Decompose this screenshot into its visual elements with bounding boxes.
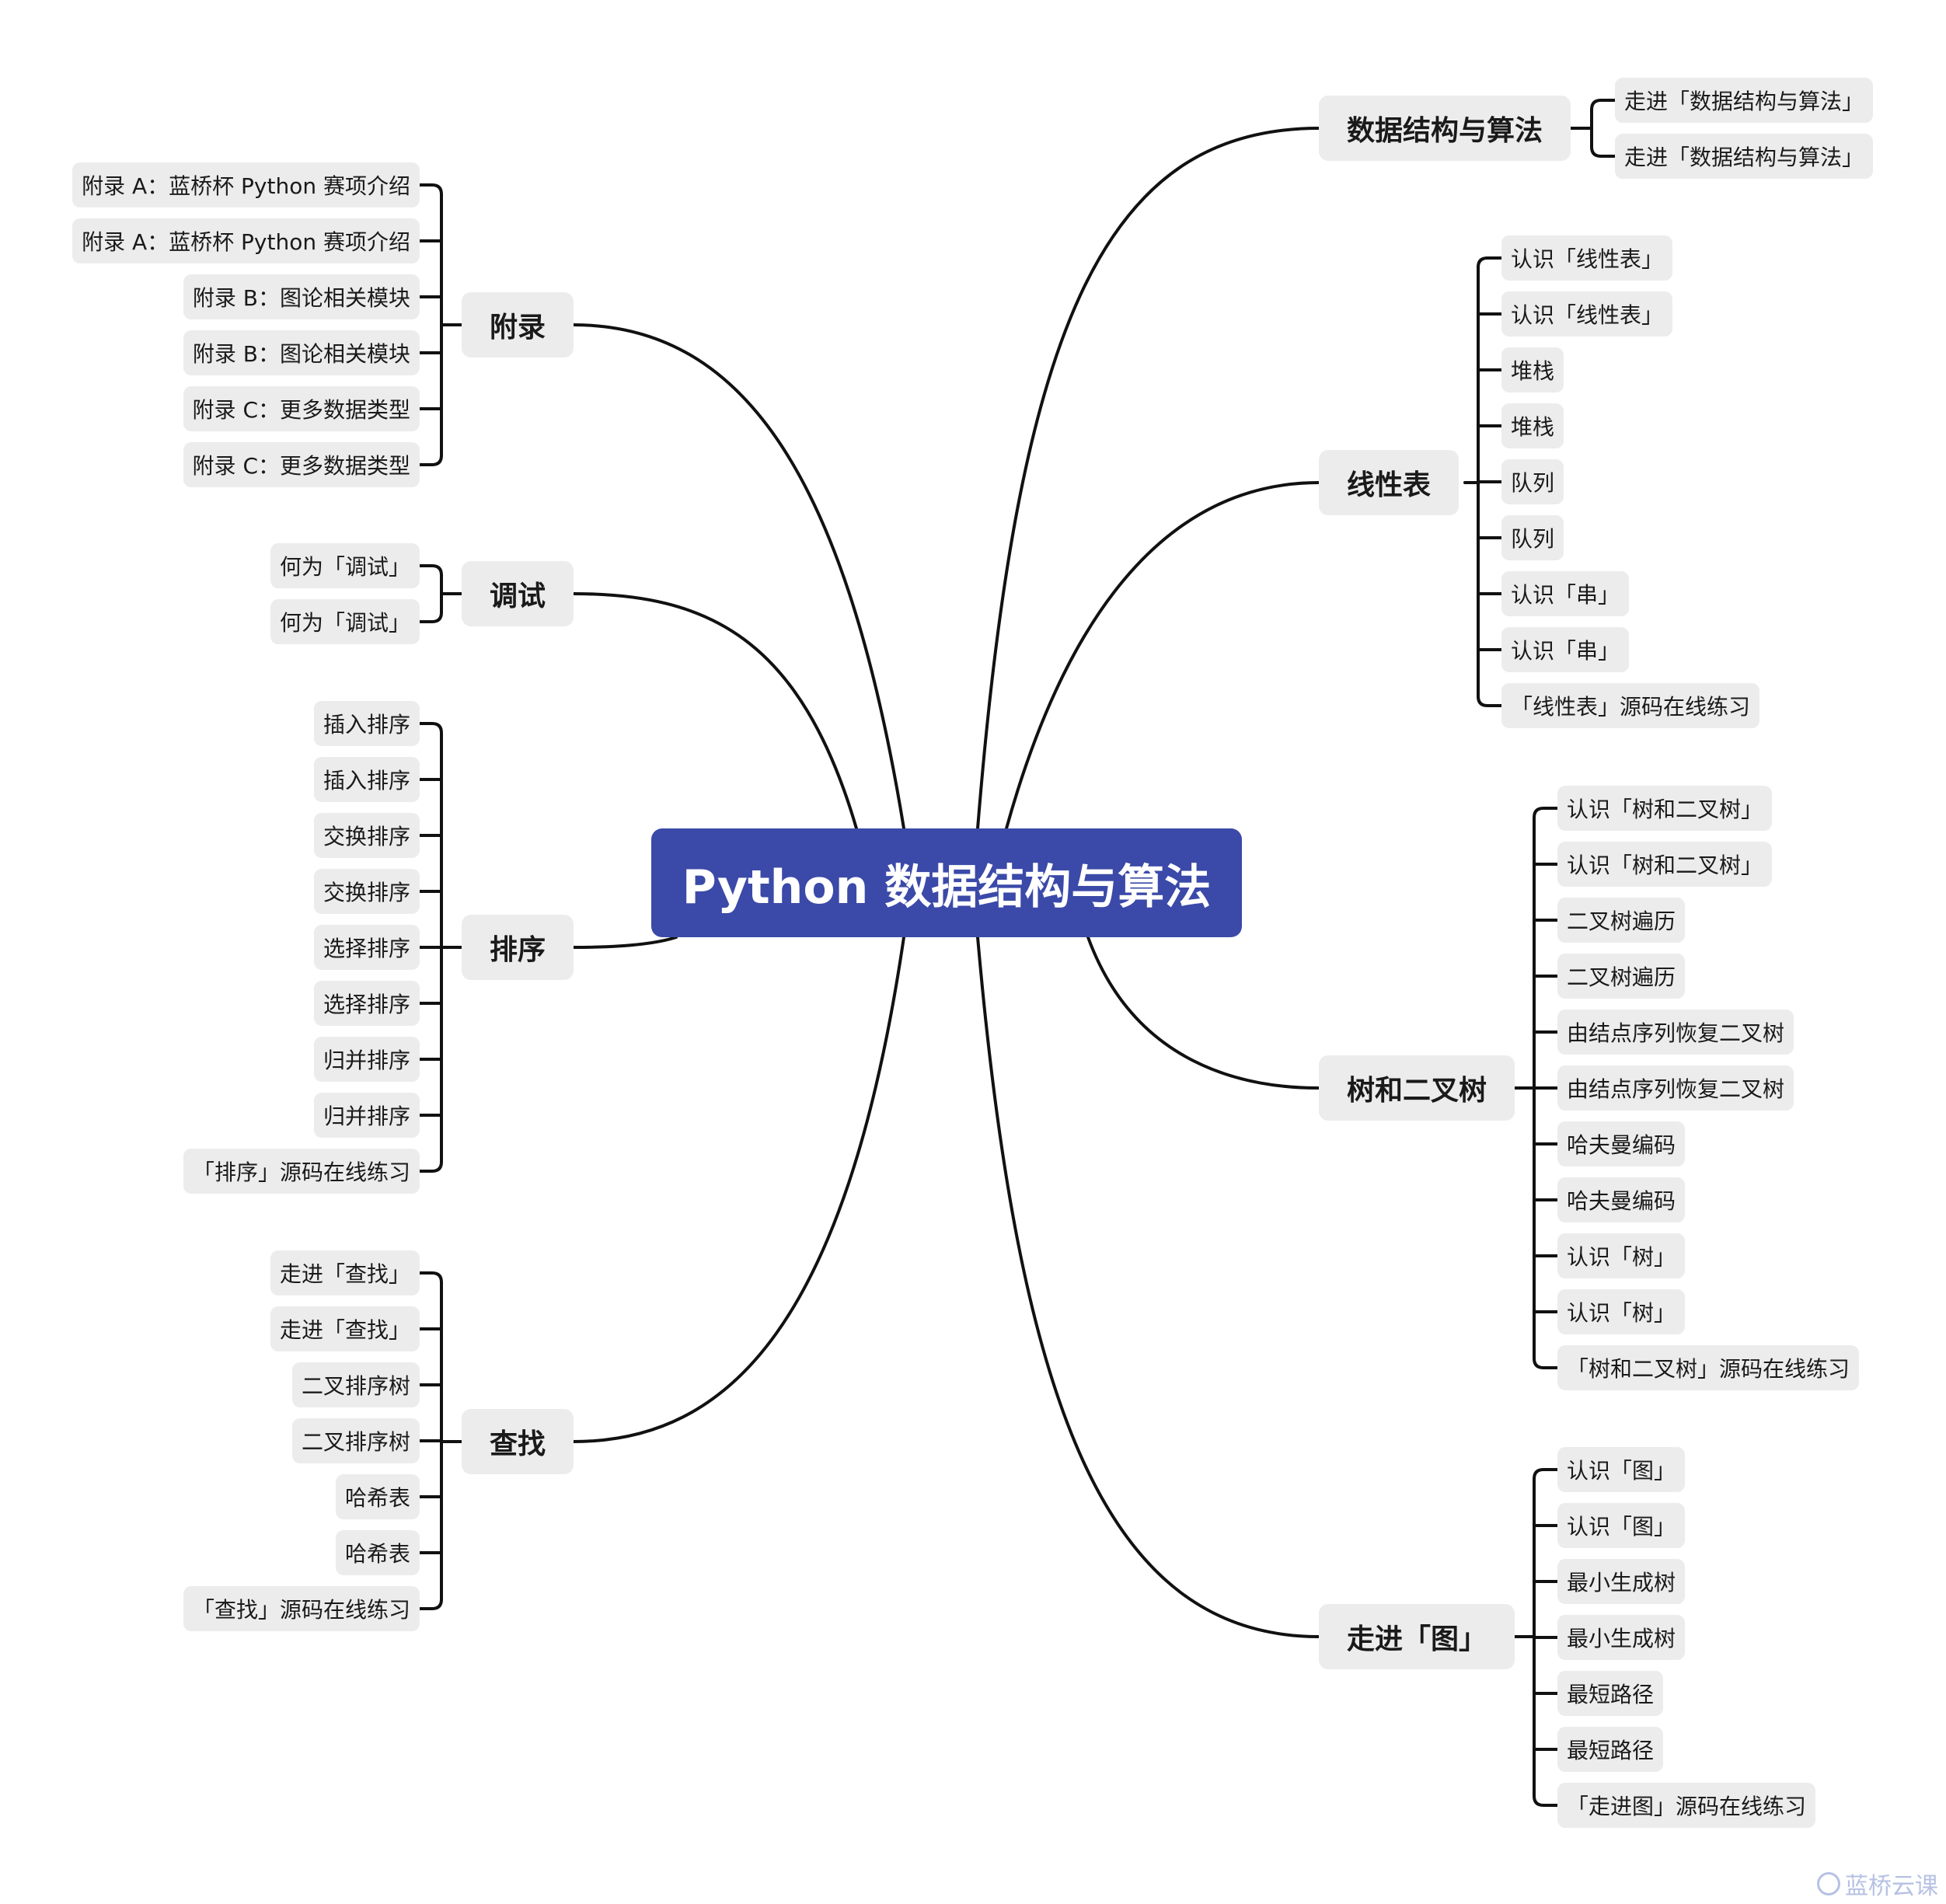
leaf-topic-search[interactable]: 「查找」源码在线练习 bbox=[183, 1586, 420, 1631]
leaf-topic-search[interactable]: 走进「查找」 bbox=[270, 1250, 420, 1295]
leaf-topic-debug[interactable]: 何为「调试」 bbox=[270, 599, 420, 644]
leaf-topic-graph[interactable]: 最小生成树 bbox=[1557, 1615, 1686, 1660]
leaf-topic-sort[interactable]: 交换排序 bbox=[313, 869, 420, 914]
leaf-topic-search[interactable]: 哈希表 bbox=[335, 1530, 420, 1575]
bracket-tick bbox=[1533, 1794, 1559, 1807]
watermark-label: 蓝桥云课 bbox=[1845, 1873, 1938, 1900]
bracket-tick bbox=[418, 1598, 443, 1610]
bracket-tick bbox=[1590, 99, 1616, 111]
bracket-tick bbox=[418, 564, 443, 577]
leaf-topic-linear[interactable]: 堆栈 bbox=[1501, 403, 1564, 448]
leaf-topic-search[interactable]: 哈希表 bbox=[335, 1474, 420, 1519]
bracket-tick bbox=[418, 611, 443, 623]
leaf-topic-graph[interactable]: 最短路径 bbox=[1557, 1727, 1664, 1772]
root-topic[interactable]: Python 数据结构与算法 bbox=[651, 828, 1242, 937]
leaf-topic-sort[interactable]: 归并排序 bbox=[313, 1093, 420, 1138]
leaf-topic-appendix[interactable]: 附录 A：蓝桥杯 Python 赛项介绍 bbox=[72, 162, 420, 207]
leaf-topic-tree[interactable]: 认识「树和二叉树」 bbox=[1557, 786, 1773, 831]
connector-root-sort bbox=[572, 936, 678, 949]
connector-root-ds bbox=[976, 127, 1320, 830]
leaf-topic-graph[interactable]: 最短路径 bbox=[1557, 1671, 1664, 1716]
connector-root-linear bbox=[1005, 481, 1320, 830]
leaf-topic-tree[interactable]: 认识「树和二叉树」 bbox=[1557, 842, 1773, 887]
leaf-topic-tree[interactable]: 哈夫曼编码 bbox=[1557, 1177, 1686, 1222]
leaf-topic-graph[interactable]: 「走进图」源码在线练习 bbox=[1557, 1783, 1816, 1828]
leaf-topic-search[interactable]: 二叉排序树 bbox=[291, 1418, 420, 1463]
bracket-tick bbox=[418, 722, 443, 734]
watermark: 蓝桥云课 bbox=[1817, 1867, 1938, 1901]
branch-topic-sort[interactable]: 排序 bbox=[462, 915, 574, 980]
leaf-topic-graph[interactable]: 认识「图」 bbox=[1557, 1447, 1686, 1492]
leaf-topic-sort[interactable]: 归并排序 bbox=[313, 1037, 420, 1082]
leaf-topic-linear[interactable]: 队列 bbox=[1501, 515, 1564, 560]
leaf-topic-sort[interactable]: 「排序」源码在线练习 bbox=[183, 1149, 420, 1194]
leaf-topic-sort[interactable]: 选择排序 bbox=[313, 981, 420, 1026]
leaf-topic-appendix[interactable]: 附录 B：图论相关模块 bbox=[183, 330, 420, 375]
leaf-topic-linear[interactable]: 认识「串」 bbox=[1501, 571, 1630, 616]
leaf-topic-linear[interactable]: 认识「线性表」 bbox=[1501, 291, 1673, 337]
leaf-topic-sort[interactable]: 插入排序 bbox=[313, 757, 420, 802]
cloud-logo-icon bbox=[1817, 1872, 1840, 1895]
branch-topic-tree[interactable]: 树和二叉树 bbox=[1319, 1055, 1515, 1121]
leaf-topic-linear[interactable]: 「线性表」源码在线练习 bbox=[1501, 683, 1760, 728]
leaf-topic-tree[interactable]: 二叉树遍历 bbox=[1557, 898, 1686, 943]
bracket-tick bbox=[418, 183, 443, 196]
connector-root-search bbox=[572, 936, 905, 1443]
leaf-topic-graph[interactable]: 认识「图」 bbox=[1557, 1503, 1686, 1548]
bracket-tick bbox=[1477, 256, 1503, 269]
bracket-tick bbox=[418, 454, 443, 466]
branch-topic-debug[interactable]: 调试 bbox=[462, 561, 574, 626]
leaf-topic-debug[interactable]: 何为「调试」 bbox=[270, 543, 420, 588]
leaf-topic-ds[interactable]: 走进「数据结构与算法」 bbox=[1615, 78, 1874, 123]
connector-root-appendix bbox=[572, 323, 905, 830]
bracket-tick bbox=[418, 1160, 443, 1173]
leaf-topic-tree[interactable]: 认识「树」 bbox=[1557, 1233, 1686, 1278]
leaf-topic-appendix[interactable]: 附录 C：更多数据类型 bbox=[183, 442, 420, 487]
leaf-topic-graph[interactable]: 最小生成树 bbox=[1557, 1559, 1686, 1604]
leaf-topic-tree[interactable]: 哈夫曼编码 bbox=[1557, 1121, 1686, 1166]
leaf-topic-sort[interactable]: 交换排序 bbox=[313, 813, 420, 858]
leaf-topic-linear[interactable]: 堆栈 bbox=[1501, 347, 1564, 392]
leaf-topic-appendix[interactable]: 附录 C：更多数据类型 bbox=[183, 386, 420, 431]
bracket-tick bbox=[1590, 145, 1616, 158]
leaf-topic-linear[interactable]: 认识「串」 bbox=[1501, 627, 1630, 672]
bracket-tick bbox=[1477, 695, 1503, 707]
connector-root-tree bbox=[1086, 936, 1320, 1090]
branch-topic-linear[interactable]: 线性表 bbox=[1319, 450, 1460, 515]
leaf-topic-tree[interactable]: 由结点序列恢复二叉树 bbox=[1557, 1010, 1794, 1055]
bracket-tick bbox=[1533, 1357, 1559, 1369]
leaf-topic-sort[interactable]: 选择排序 bbox=[313, 925, 420, 970]
leaf-topic-search[interactable]: 二叉排序树 bbox=[291, 1362, 420, 1407]
bracket-tick bbox=[1533, 1468, 1559, 1480]
leaf-topic-linear[interactable]: 认识「线性表」 bbox=[1501, 235, 1673, 281]
leaf-topic-tree[interactable]: 「树和二叉树」源码在线练习 bbox=[1557, 1345, 1860, 1390]
connector-root-graph bbox=[976, 936, 1320, 1638]
leaf-topic-sort[interactable]: 插入排序 bbox=[313, 701, 420, 746]
leaf-topic-appendix[interactable]: 附录 A：蓝桥杯 Python 赛项介绍 bbox=[72, 218, 420, 263]
leaf-topic-tree[interactable]: 认识「树」 bbox=[1557, 1289, 1686, 1334]
leaf-topic-ds[interactable]: 走进「数据结构与算法」 bbox=[1615, 134, 1874, 179]
bracket-tick bbox=[1533, 807, 1559, 819]
leaf-topic-appendix[interactable]: 附录 B：图论相关模块 bbox=[183, 274, 420, 319]
leaf-topic-search[interactable]: 走进「查找」 bbox=[270, 1306, 420, 1351]
leaf-topic-tree[interactable]: 二叉树遍历 bbox=[1557, 954, 1686, 999]
branch-topic-graph[interactable]: 走进「图」 bbox=[1319, 1604, 1515, 1669]
branch-topic-ds[interactable]: 数据结构与算法 bbox=[1319, 96, 1571, 161]
branch-topic-appendix[interactable]: 附录 bbox=[462, 292, 574, 357]
branch-topic-search[interactable]: 查找 bbox=[462, 1409, 574, 1474]
leaf-topic-linear[interactable]: 队列 bbox=[1501, 459, 1564, 504]
leaf-topic-tree[interactable]: 由结点序列恢复二叉树 bbox=[1557, 1065, 1794, 1111]
bracket-tick bbox=[418, 1271, 443, 1284]
connector-root-debug bbox=[572, 592, 858, 830]
